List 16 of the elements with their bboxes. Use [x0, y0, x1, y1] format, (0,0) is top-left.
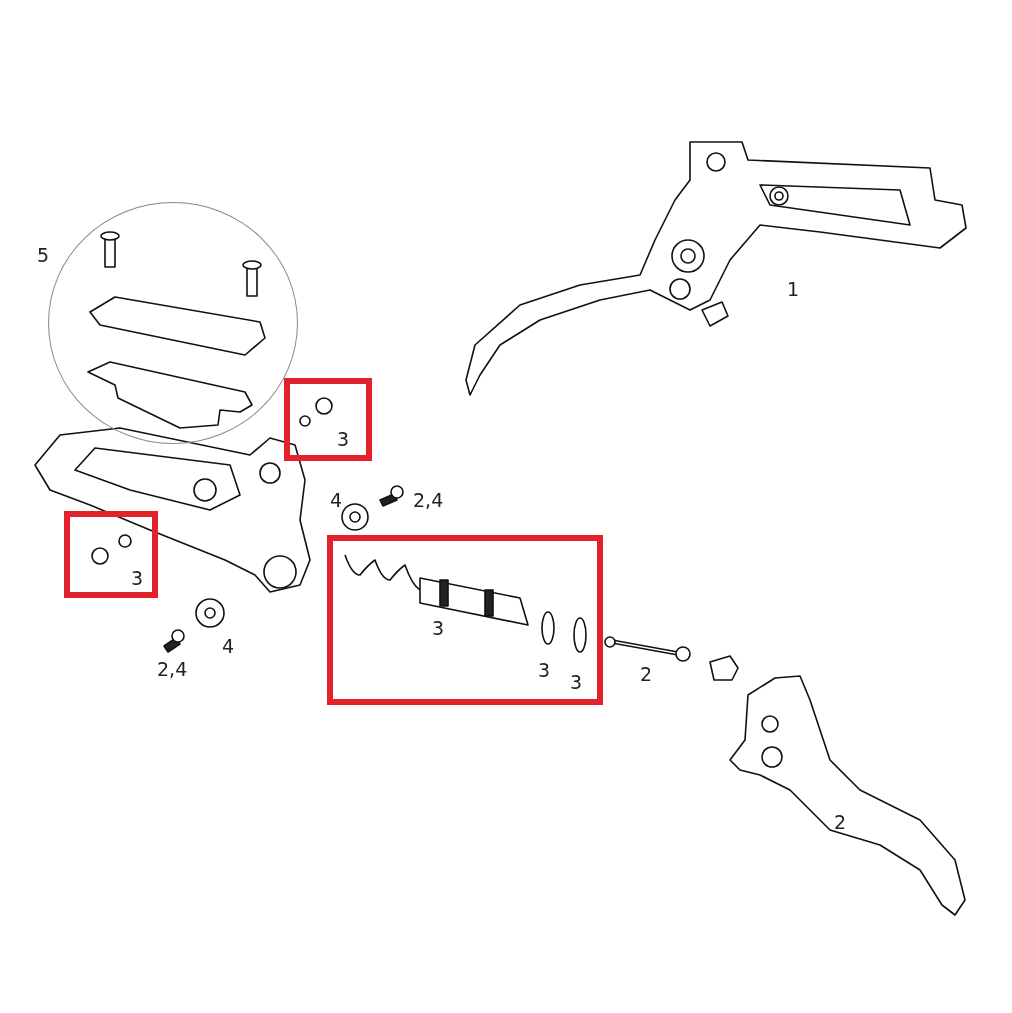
callout-number: 2: [834, 813, 847, 832]
callout-number: 3: [538, 661, 551, 680]
callout-number: 2,4: [157, 660, 188, 679]
callout-number: 2,4: [413, 491, 444, 510]
highlight-box: [284, 378, 372, 461]
callout-number: 4: [222, 637, 235, 656]
callout-number: 2: [640, 665, 653, 684]
callout-number: 3: [570, 673, 583, 692]
callout-number: 3: [131, 569, 144, 588]
callout-number: 4: [330, 491, 343, 510]
highlight-box: [64, 511, 158, 598]
callout-number: 3: [432, 619, 445, 638]
callout-number: 5: [37, 246, 50, 265]
highlight-box: [327, 535, 603, 705]
callout-number: 1: [787, 280, 800, 299]
callout-number: 3: [337, 430, 350, 449]
